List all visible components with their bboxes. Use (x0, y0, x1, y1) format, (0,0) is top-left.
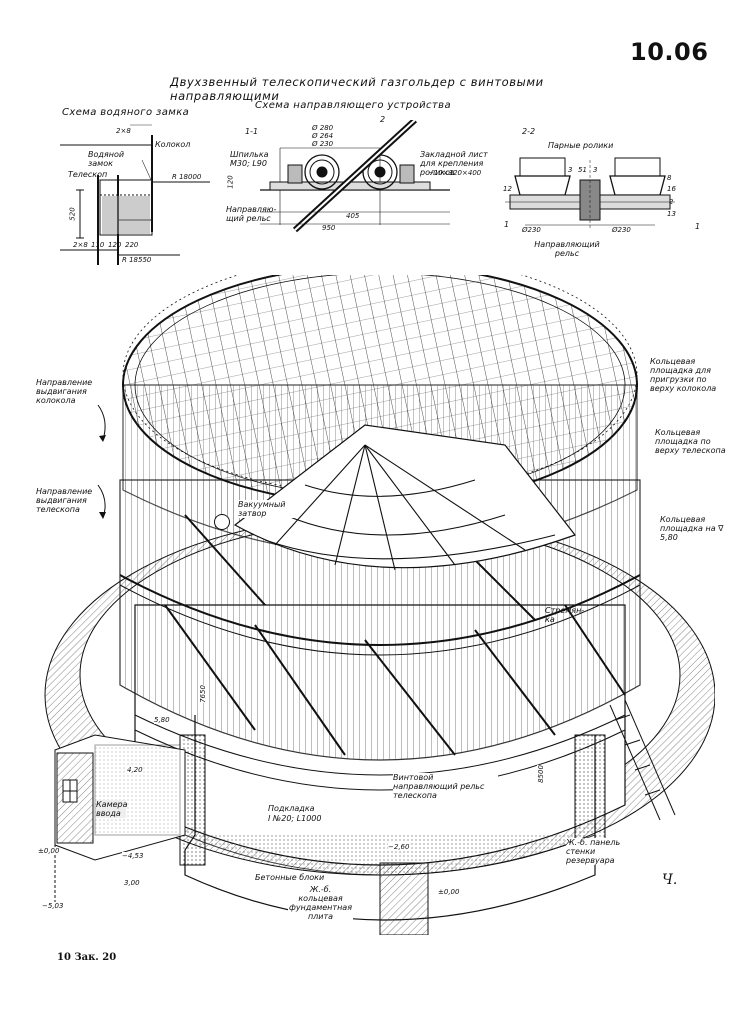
vacuum-gate-icon (214, 514, 230, 530)
level-580: 5,80 (154, 716, 170, 724)
label-bell-direction: Направление выдвигания колокола (36, 378, 93, 405)
s1-plate-size: −10×320×400 (428, 169, 482, 177)
s2-r8: 8 (667, 174, 672, 182)
s1-dia-280: Ø 280 (312, 124, 334, 132)
label-telescope-direction: Направление выдвигания телескопа (36, 487, 93, 514)
level-000-left: ±0,00 (38, 847, 60, 855)
s2-n3b: 3 (593, 166, 598, 174)
s2-label: 2-2 (522, 127, 536, 136)
s1-pin: Шпилька М30; L90 (230, 150, 269, 168)
wl-dim-r-bottom: R 18550 (122, 256, 152, 264)
s2-d230a: Ø230 (522, 226, 541, 234)
s2-d230b: Ø230 (612, 226, 631, 234)
label-ring-telescope: Кольцевая площадка по верху телескопа (655, 428, 726, 455)
guide-heading: Схема направляющего устройства (255, 100, 451, 111)
s1-w405: 405 (346, 212, 360, 220)
water-lock-drawing (60, 124, 210, 265)
wl-dim-top: 2×8 (116, 127, 131, 135)
level-420: 4,20 (127, 766, 143, 774)
s2-n51: 51 (578, 166, 587, 174)
label-pad: Подкладка (268, 804, 315, 813)
level-300: 3,00 (124, 879, 140, 887)
wl-dim-height: 520 (68, 207, 77, 221)
level-453: −4,53 (122, 852, 144, 860)
s2-r13: 13 (667, 210, 676, 218)
level-260: −2,60 (388, 843, 410, 851)
wl-label-water-lock: Водяной замок (88, 150, 125, 168)
s2-r12: 12 (503, 185, 512, 193)
height-7650: 7650 (198, 685, 207, 703)
s1-rail: Направляю-щий рельс (226, 205, 277, 223)
level-503: −5,03 (42, 902, 64, 910)
s2-r16: 16 (667, 185, 676, 193)
gasholder-isometric-drawing (44, 275, 715, 935)
s1-w950: 950 (322, 224, 336, 232)
height-8500: 8500 (536, 765, 545, 783)
sheet-title: Двухзвенный телескопический газгольдер с… (170, 75, 544, 103)
guide-section-2-drawing (505, 157, 675, 230)
label-ladder: Стремян-ка (545, 606, 585, 624)
label-screw-rail: Винтовой направляющий рельс телескопа (393, 773, 498, 800)
s2-rail: Направляющий рельс (534, 240, 600, 258)
s2-cut-left: 1 (504, 220, 510, 229)
s1-plate: Закладной лист для крепления роликов (420, 150, 488, 177)
level-000-right: ±0,00 (438, 888, 460, 896)
author-signature: Ч. (662, 872, 678, 888)
label-ring-bell: Кольцевая площадка для пригрузки по верх… (650, 357, 717, 393)
water-lock-heading: Схема водяного замка (62, 107, 190, 118)
guide-section-1-drawing (260, 120, 450, 233)
wl-dim-r-top: R 18000 (172, 173, 202, 181)
s1-dia-230: Ø 230 (312, 140, 334, 148)
wl-dim-b2: 120 (108, 241, 122, 249)
s1-h120: 120 (226, 175, 235, 189)
wl-dim-bottom: 2×8 (73, 241, 88, 249)
s2-cut-right: 1 (695, 222, 701, 231)
label-pad-spec: I №20; L1000 (268, 814, 322, 823)
label-vacuum-gate: Вакуумный затвор (238, 500, 298, 518)
label-foundation-slab: Ж.-б. кольцевая фундаментная плита (288, 885, 353, 921)
label-tank-wall-panel: Ж.-б. панель стенки резервуара (566, 838, 641, 865)
s2-n3a: 3 (568, 166, 573, 174)
s1-cut-mark: 2 (380, 115, 386, 124)
s1-dia-264: Ø 264 (312, 132, 334, 140)
wl-dim-b3: 220 (125, 241, 139, 249)
wl-label-telescope: Телескоп (68, 170, 108, 179)
footer-note: 10 Зак. 20 (57, 952, 117, 963)
s2-paired: Парные ролики (548, 141, 614, 150)
label-ring-580: Кольцевая площадка на ∇ 5,80 (660, 515, 724, 542)
label-entry-chamber: Камера ввода (96, 800, 128, 818)
page-number: 10.06 (630, 38, 709, 66)
direction-arrows (97, 404, 106, 519)
label-concrete-blocks: Бетонные блоки (255, 873, 325, 882)
s1-label: 1-1 (245, 127, 259, 136)
wl-label-bell: Колокол (155, 140, 191, 149)
wl-dim-b1: 110 (91, 241, 105, 249)
